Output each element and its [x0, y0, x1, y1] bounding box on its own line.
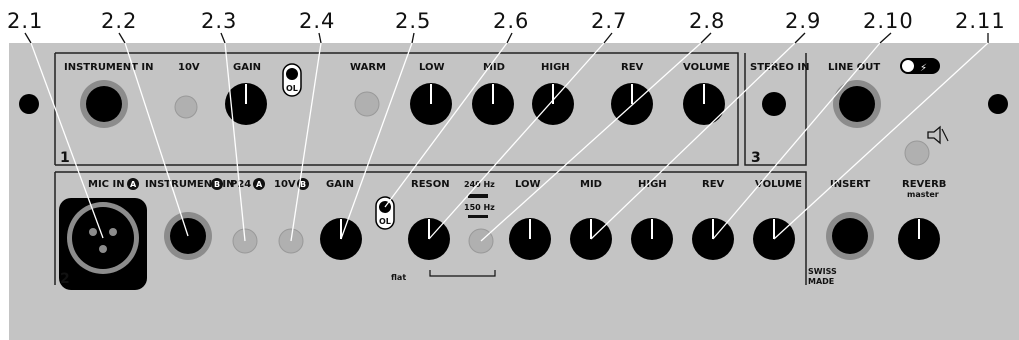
ch2-p24-label: P24 [230, 179, 251, 190]
ch2-high-label: HIGH [638, 179, 667, 190]
ch2-gain-label: GAIN [326, 179, 354, 190]
master-line-out-label: LINE OUT [828, 62, 880, 73]
ch2-mic-in-label: MIC IN [88, 179, 125, 190]
callout-2-7: 2.7 [591, 9, 627, 33]
master-reverb-sub-label: master [907, 190, 939, 199]
ch2-240hz-label: 240 Hz [464, 180, 495, 189]
callout-leaders [24, 32, 989, 242]
ch1-low-label: LOW [419, 62, 445, 73]
svg-text:A: A [256, 180, 263, 189]
lightning-icon: ⚡ [920, 63, 927, 74]
screw-hole-left [19, 94, 39, 114]
callout-2-4: 2.4 [299, 9, 335, 33]
ch2-low-knob[interactable] [509, 218, 551, 260]
power-toggle[interactable]: ⚡ [900, 58, 940, 74]
channel-2-number: 2 [60, 271, 70, 287]
svg-text:B: B [300, 180, 306, 189]
svg-text:A: A [130, 180, 137, 189]
callout-2-1: 2.1 [7, 9, 43, 33]
ch2-high-knob[interactable] [631, 218, 673, 260]
callout-2-6: 2.6 [493, 9, 529, 33]
ch2-240hz-indicator [468, 194, 488, 198]
ch2-badge-a: A [127, 178, 139, 190]
ch1-rev-label: REV [621, 62, 644, 73]
callout-2-3: 2.3 [201, 9, 237, 33]
master-insert-jack[interactable] [832, 218, 868, 254]
ch2-instrument-in-label: INSTRUMENT IN [145, 179, 234, 190]
ch1-warm-button[interactable] [354, 91, 380, 117]
ch1-high-knob[interactable] [532, 83, 574, 125]
ch1-high-label: HIGH [541, 62, 570, 73]
ch1-ol-switch[interactable]: OL [282, 63, 302, 97]
master-line-out-jack[interactable] [839, 86, 875, 122]
master-insert-label: INSERT [830, 179, 870, 190]
ch2-low-label: LOW [515, 179, 541, 190]
ch1-ol-label: OL [286, 84, 298, 93]
ch1-10v-label: 10V [178, 62, 200, 73]
ch2-reson-label: RESON [411, 179, 450, 190]
callout-2-8: 2.8 [689, 9, 725, 33]
callout-2-9: 2.9 [785, 9, 821, 33]
svg-text:B: B [214, 180, 220, 189]
screw-hole-right [988, 94, 1008, 114]
ch2-badge-a-p24: A [253, 178, 265, 190]
ch2-flat-label: flat [391, 273, 406, 282]
channel-2-frame [54, 171, 807, 285]
ch2-10v-label: 10V [274, 179, 296, 190]
ch1-gain-label: GAIN [233, 62, 261, 73]
master-mute-led [904, 140, 930, 166]
ch2-rev-label: REV [702, 179, 725, 190]
callout-2-10: 2.10 [863, 9, 914, 33]
ch2-xlr-mic-jack[interactable] [59, 198, 147, 290]
ch1-low-knob[interactable] [410, 83, 452, 125]
callout-2-5: 2.5 [395, 9, 431, 33]
channel-3-number: 3 [751, 150, 761, 166]
ch2-badge-b: B [211, 178, 223, 190]
ch1-volume-knob[interactable] [683, 83, 725, 125]
channel-1-number: 1 [60, 150, 70, 166]
ch2-mid-label: MID [580, 179, 602, 190]
ch1-instrument-in-label: INSTRUMENT IN [64, 62, 153, 73]
ch1-mid-label: MID [483, 62, 505, 73]
master-reverb-label: REVERB [902, 179, 946, 190]
ch2-ol-label: OL [379, 217, 391, 226]
ch3-stereo-jack[interactable] [762, 92, 786, 116]
ch1-instrument-jack[interactable] [86, 86, 122, 122]
ch1-volume-label: VOLUME [683, 62, 730, 73]
ch2-150hz-indicator [468, 215, 488, 218]
speaker-muted-icon [927, 125, 949, 145]
ch2-volume-label: VOLUME [755, 179, 802, 190]
ch1-10v-led [174, 95, 198, 119]
ch2-150hz-label: 150 Hz [464, 203, 495, 212]
callout-2-11: 2.11 [955, 9, 1006, 33]
ch1-mid-knob[interactable] [472, 83, 514, 125]
callout-2-2: 2.2 [101, 9, 137, 33]
ch1-gain-knob[interactable] [225, 83, 267, 125]
ch3-stereo-in-label: STEREO IN [750, 62, 809, 73]
ch2-reson-bracket [429, 270, 496, 277]
ch2-ol-switch[interactable]: OL [375, 196, 395, 230]
ch1-warm-label: WARM [350, 62, 386, 73]
swiss-label: SWISS [808, 267, 837, 276]
made-label: MADE [808, 277, 834, 286]
master-reverb-knob[interactable] [898, 218, 940, 260]
